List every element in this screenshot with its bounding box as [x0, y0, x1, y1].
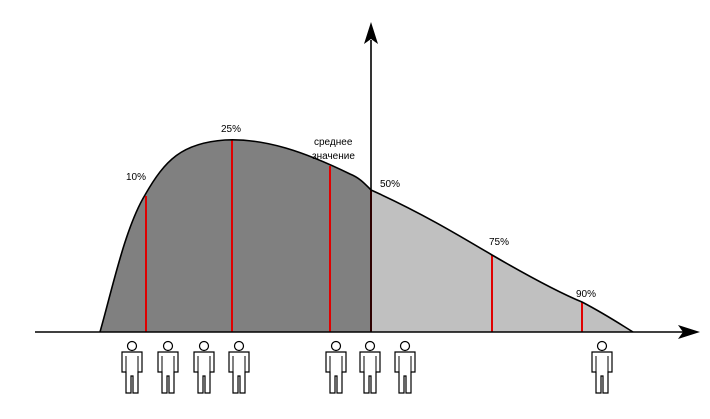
distribution-curve [99, 139, 634, 333]
person-icon [591, 340, 613, 394]
person-icon [394, 340, 416, 394]
person-icon [121, 340, 143, 394]
person-icon [228, 340, 250, 394]
vertical-axis-arrow-icon [364, 22, 378, 44]
person-icon [359, 340, 381, 394]
label-mean-line2: значение [312, 151, 355, 162]
label-75-percent: 75% [489, 237, 509, 248]
person-icon [193, 340, 215, 394]
person-icon [157, 340, 179, 394]
below-median-region [100, 139, 371, 332]
label-50-percent: 50% [380, 179, 400, 190]
label-25-percent: 25% [221, 124, 241, 135]
person-icon [325, 340, 347, 394]
label-90-percent: 90% [576, 289, 596, 300]
label-10-percent: 10% [126, 172, 146, 183]
people-row [121, 340, 613, 394]
horizontal-axis-arrow-icon [678, 325, 700, 339]
label-mean-line1: среднее [314, 137, 353, 148]
